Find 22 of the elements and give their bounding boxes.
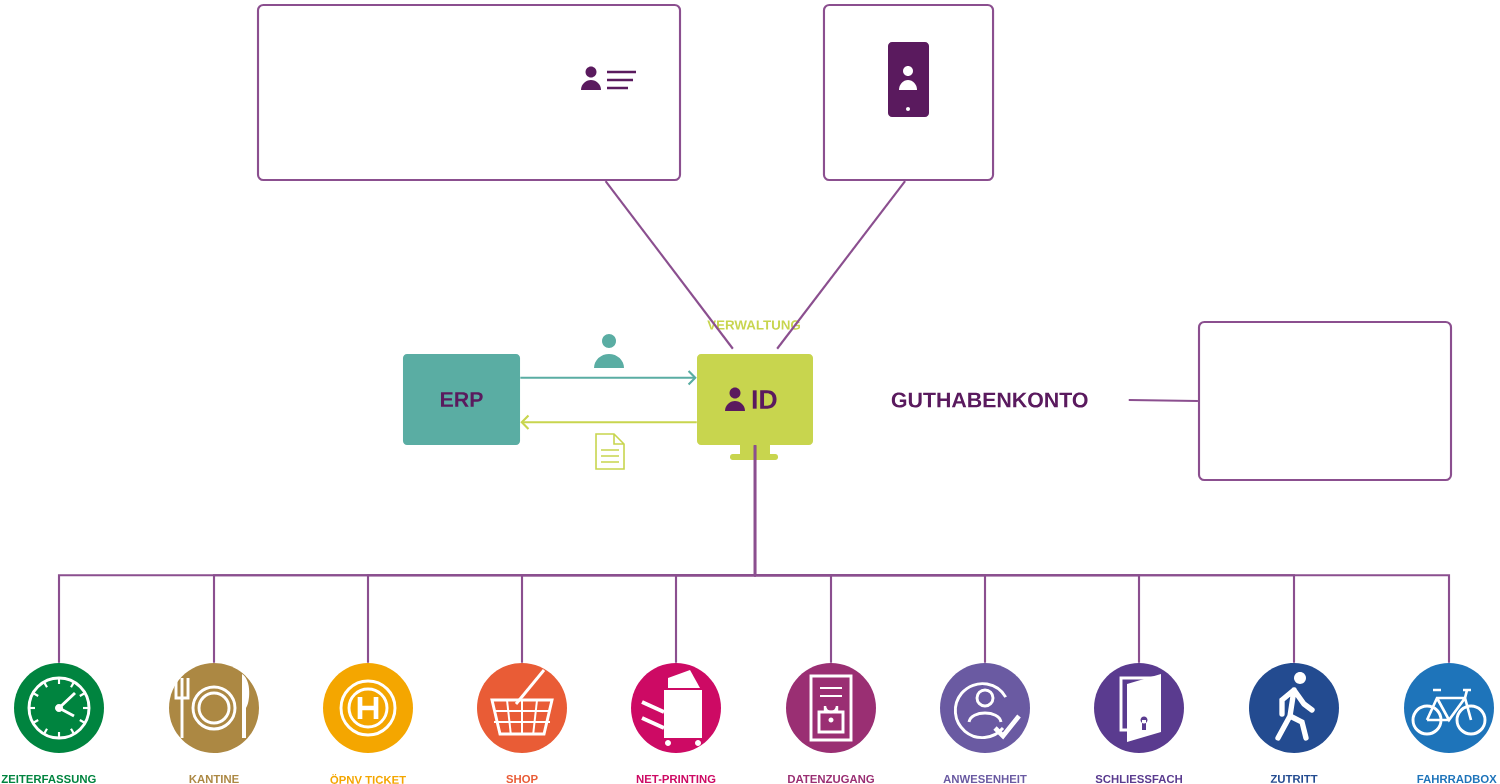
connector <box>604 180 734 350</box>
account-label: GUTHABENKONTO <box>891 392 1088 408</box>
node-label: ÖPNV TICKET <box>330 774 406 784</box>
monitor-box: ID <box>697 354 813 460</box>
connector <box>753 445 1451 663</box>
node-label: FAHRRADBOX <box>1417 774 1497 783</box>
connector <box>520 370 697 386</box>
node-label: DATENZUGANG <box>788 774 874 783</box>
node-label: NET-PRINTING <box>636 774 716 783</box>
connector <box>1128 398 1198 403</box>
node-label: ZUTRITT <box>1270 775 1318 783</box>
node-label: ZEITERFASSUNG <box>1 774 96 783</box>
node-label: ANWESENHEIT <box>943 774 1027 783</box>
node-label: KANTINE <box>189 775 239 783</box>
connector <box>776 180 906 350</box>
frame-box <box>1197 320 1453 482</box>
node-label: SCHLIESSFACH <box>1095 774 1183 783</box>
frame-box <box>256 3 682 182</box>
frame-box <box>822 3 995 182</box>
system-box: ERP <box>403 354 521 445</box>
node-label: SHOP <box>506 774 538 783</box>
connector <box>520 414 697 430</box>
